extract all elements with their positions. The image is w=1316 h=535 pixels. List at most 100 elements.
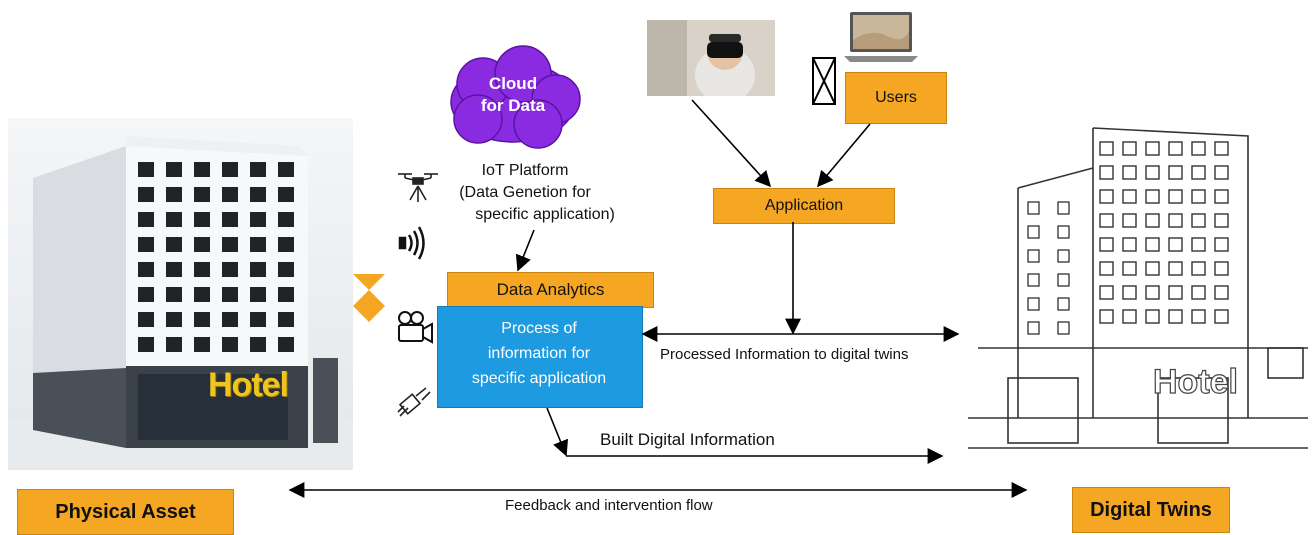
hotel-windows [134, 158, 304, 358]
sketch-window [1145, 285, 1160, 300]
window [278, 287, 294, 302]
sketch-window [1145, 189, 1160, 204]
window [222, 237, 238, 252]
window [194, 237, 210, 252]
sketch-side-window [1057, 297, 1070, 311]
sketch-window [1214, 285, 1229, 300]
sketch-window [1099, 261, 1114, 276]
cloud-label-line2: for Data [480, 96, 546, 115]
sketch-window [1122, 285, 1137, 300]
sketch-window [1122, 141, 1137, 156]
window [138, 287, 154, 302]
sketch-side-window [1057, 321, 1070, 335]
window [194, 212, 210, 227]
sketch-window [1168, 261, 1183, 276]
iot-to-analytics-arrow [515, 229, 535, 272]
sketch-window [1191, 285, 1206, 300]
window [278, 187, 294, 202]
sketch-window [1099, 285, 1114, 300]
window [138, 162, 154, 177]
window [222, 162, 238, 177]
window [250, 237, 266, 252]
window [222, 212, 238, 227]
sketch-window [1145, 237, 1160, 252]
window [250, 187, 266, 202]
window [166, 187, 182, 202]
sketch-window [1214, 141, 1229, 156]
iot-platform-line2: (Data Genetion for [459, 184, 591, 201]
sketch-window [1099, 141, 1114, 156]
sketch-window [1122, 213, 1137, 228]
window [222, 262, 238, 277]
window [278, 262, 294, 277]
window [166, 287, 182, 302]
sketch-window [1191, 309, 1206, 324]
hourglass-icon [812, 57, 836, 105]
hotel-sign: Hotel [208, 366, 289, 404]
sketch-window [1191, 189, 1206, 204]
window [222, 337, 238, 352]
window [138, 187, 154, 202]
sketch-window [1145, 213, 1160, 228]
cloud-label-line1: Cloud [488, 74, 538, 93]
window [250, 337, 266, 352]
window [250, 162, 266, 177]
feedback-label: Feedback and intervention flow [505, 497, 713, 514]
window [222, 312, 238, 327]
camera-icon [396, 310, 434, 344]
iot-platform-line1: IoT Platform [481, 162, 569, 179]
sketch-window [1099, 237, 1114, 252]
sketch-side-window [1057, 225, 1070, 239]
window [166, 212, 182, 227]
window [194, 287, 210, 302]
window [166, 312, 182, 327]
sketch-window [1099, 165, 1114, 180]
sketch-side-window [1027, 273, 1040, 287]
window [278, 212, 294, 227]
window [138, 337, 154, 352]
sketch-window [1122, 309, 1137, 324]
processed-info-label: Processed Information to digital twins [660, 346, 909, 363]
vr-user-photo [647, 20, 775, 96]
sketch-window [1122, 237, 1137, 252]
window [138, 262, 154, 277]
sketch-side-window [1057, 249, 1070, 263]
window [194, 337, 210, 352]
sketch-window [1099, 309, 1114, 324]
sketch-side-window [1057, 273, 1070, 287]
users-to-application-arrow [816, 123, 871, 188]
window [278, 237, 294, 252]
sketch-window [1214, 213, 1229, 228]
physical-building-image: Hotel [8, 118, 353, 470]
window [278, 312, 294, 327]
sketch-window [1168, 141, 1183, 156]
sketch-window [1145, 261, 1160, 276]
satellite-icon [396, 386, 432, 422]
built-info-label: Built Digital Information [600, 430, 775, 449]
sketch-window [1214, 165, 1229, 180]
window [250, 312, 266, 327]
window [194, 262, 210, 277]
physical-asset-label: Physical Asset [17, 489, 234, 535]
window [278, 162, 294, 177]
sketch-window [1122, 189, 1137, 204]
window [222, 287, 238, 302]
sketch-window [1168, 213, 1183, 228]
window [138, 212, 154, 227]
process-information-box [437, 306, 643, 408]
orange-hourglass-icon [353, 274, 385, 322]
window [194, 162, 210, 177]
window [166, 337, 182, 352]
sketch-side-window [1027, 249, 1040, 263]
digital-twin-building-image: Hotel [948, 118, 1308, 470]
data-analytics-header: Data Analytics [447, 272, 654, 308]
wireless-signal-icon [398, 226, 430, 260]
vr-to-application-arrow [691, 99, 772, 188]
sketch-window [1214, 189, 1229, 204]
sketch-side-window [1057, 201, 1070, 215]
sketch-window [1191, 141, 1206, 156]
sketch-window [1145, 165, 1160, 180]
sketch-window [1168, 309, 1183, 324]
hotel-sign-sketch: Hotel [1152, 362, 1238, 401]
window [250, 212, 266, 227]
